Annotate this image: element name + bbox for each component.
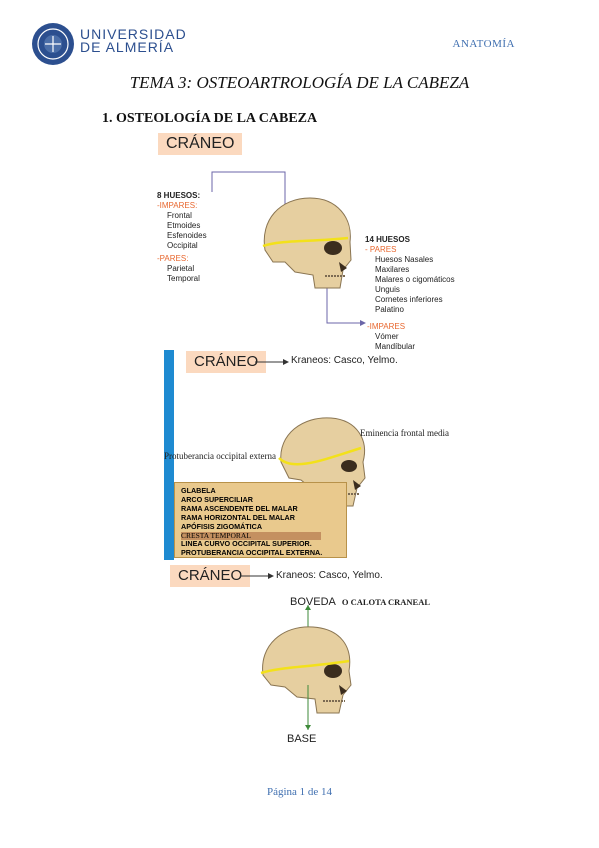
landmark-protuberancia: PROTUBERANCIA OCCIPITAL EXTERNA. [181, 548, 323, 558]
figure1-right-impares: -IMPARES Vómer Mandíbular [367, 322, 415, 352]
bone-esfenoides: Esfenoides [167, 231, 207, 240]
subject-header: ANATOMÍA [452, 38, 515, 50]
bone-occipital: Occipital [167, 241, 198, 250]
right-pares-label: - PARES [365, 245, 397, 254]
label-eminencia-frontal: Eminencia frontal media [360, 428, 449, 438]
bone-parietal: Parietal [167, 264, 195, 273]
figure1-craneo-label: CRÁNEO [158, 133, 243, 155]
landmark-rama-ascendente: RAMA ASCENDENTE DEL MALAR [181, 503, 298, 513]
bone-mandibular: Mandíbular [375, 342, 416, 351]
bone-etmoides: Etmoides [167, 221, 201, 230]
skull-illustration-1 [262, 197, 352, 289]
bone-nasales: Huesos Nasales [375, 255, 434, 264]
right-impares-label: -IMPARES [367, 322, 406, 331]
figure1-left-list: 8 HUESOS: -IMPARES: Frontal Etmoides Esf… [157, 191, 207, 284]
left-impares-label: -IMPARES: [157, 201, 198, 210]
left-pares-label: -PARES: [157, 254, 189, 263]
figure3-etymology: Kraneos: Casco, Yelmo. [276, 570, 383, 581]
university-line-2: DE ALMERÍA [80, 39, 175, 55]
bone-vomer: Vómer [375, 332, 399, 341]
figure2-craneo-label: CRÁNEO [186, 351, 267, 373]
page-number-footer: Página 1 de 14 [266, 786, 333, 798]
university-seal-logo [32, 23, 74, 65]
figure3-arrow [240, 573, 274, 579]
figure3-craneo-label: CRÁNEO [170, 565, 251, 587]
university-line-1: UNIVERSIDAD [80, 26, 187, 42]
bone-cornetes: Cornetes inferiores [375, 295, 443, 304]
landmark-linea-curvo: LINEA CURVO OCCIPITAL SUPERIOR. [181, 539, 312, 549]
figure2-arrow [255, 359, 289, 365]
skull-illustration-3 [260, 605, 352, 730]
section-heading: 1. OSTEOLOGÍA DE LA CABEZA [102, 111, 318, 126]
left-count: 8 HUESOS: [157, 191, 201, 200]
bone-malares: Malares o cigomáticos [375, 275, 455, 284]
figure2-landmarks-box: GLABELA ARCO SUPERCILIAR RAMA ASCENDENTE… [174, 482, 347, 558]
bone-frontal: Frontal [167, 211, 192, 220]
label-base: BASE [287, 733, 317, 745]
figure2-etymology: Kraneos: Casco, Yelmo. [291, 355, 398, 366]
right-count: 14 HUESOS [365, 235, 410, 244]
university-name: UNIVERSIDAD DE ALMERÍA [80, 26, 187, 55]
landmark-rama-horizontal: RAMA HORIZONTAL DEL MALAR [181, 512, 295, 522]
label-boveda: BOVEDA [290, 596, 336, 608]
figure3-top-label-group: BOVEDA O CALOTA CRANEAL [290, 592, 430, 610]
landmark-glabela: GLABELA [181, 486, 216, 495]
bone-palatino: Palatino [375, 305, 404, 314]
figure1-right-list: 14 HUESOS - PARES Huesos Nasales Maxilar… [365, 235, 455, 315]
figure2-blue-bar [164, 350, 174, 560]
figure1-connector-lines [211, 171, 366, 326]
landmark-apofisis-zigomatica: APÓFISIS ZIGOMÁTICA [181, 521, 263, 531]
bone-temporal: Temporal [167, 274, 200, 283]
label-calota-craneal: O CALOTA CRANEAL [341, 597, 431, 607]
landmark-cresta-temporal: CRESTA TEMPORAL [181, 531, 321, 541]
bone-unguis: Unguis [375, 285, 400, 294]
landmark-arco-superciliar: ARCO SUPERCILIAR [181, 494, 253, 504]
bone-maxilares: Maxilares [375, 265, 410, 274]
page-title: TEMA 3: OSTEOARTROLOGÍA DE LA CABEZA [129, 73, 470, 92]
label-protuberancia-occipital: Protuberancia occipital externa [164, 451, 276, 461]
